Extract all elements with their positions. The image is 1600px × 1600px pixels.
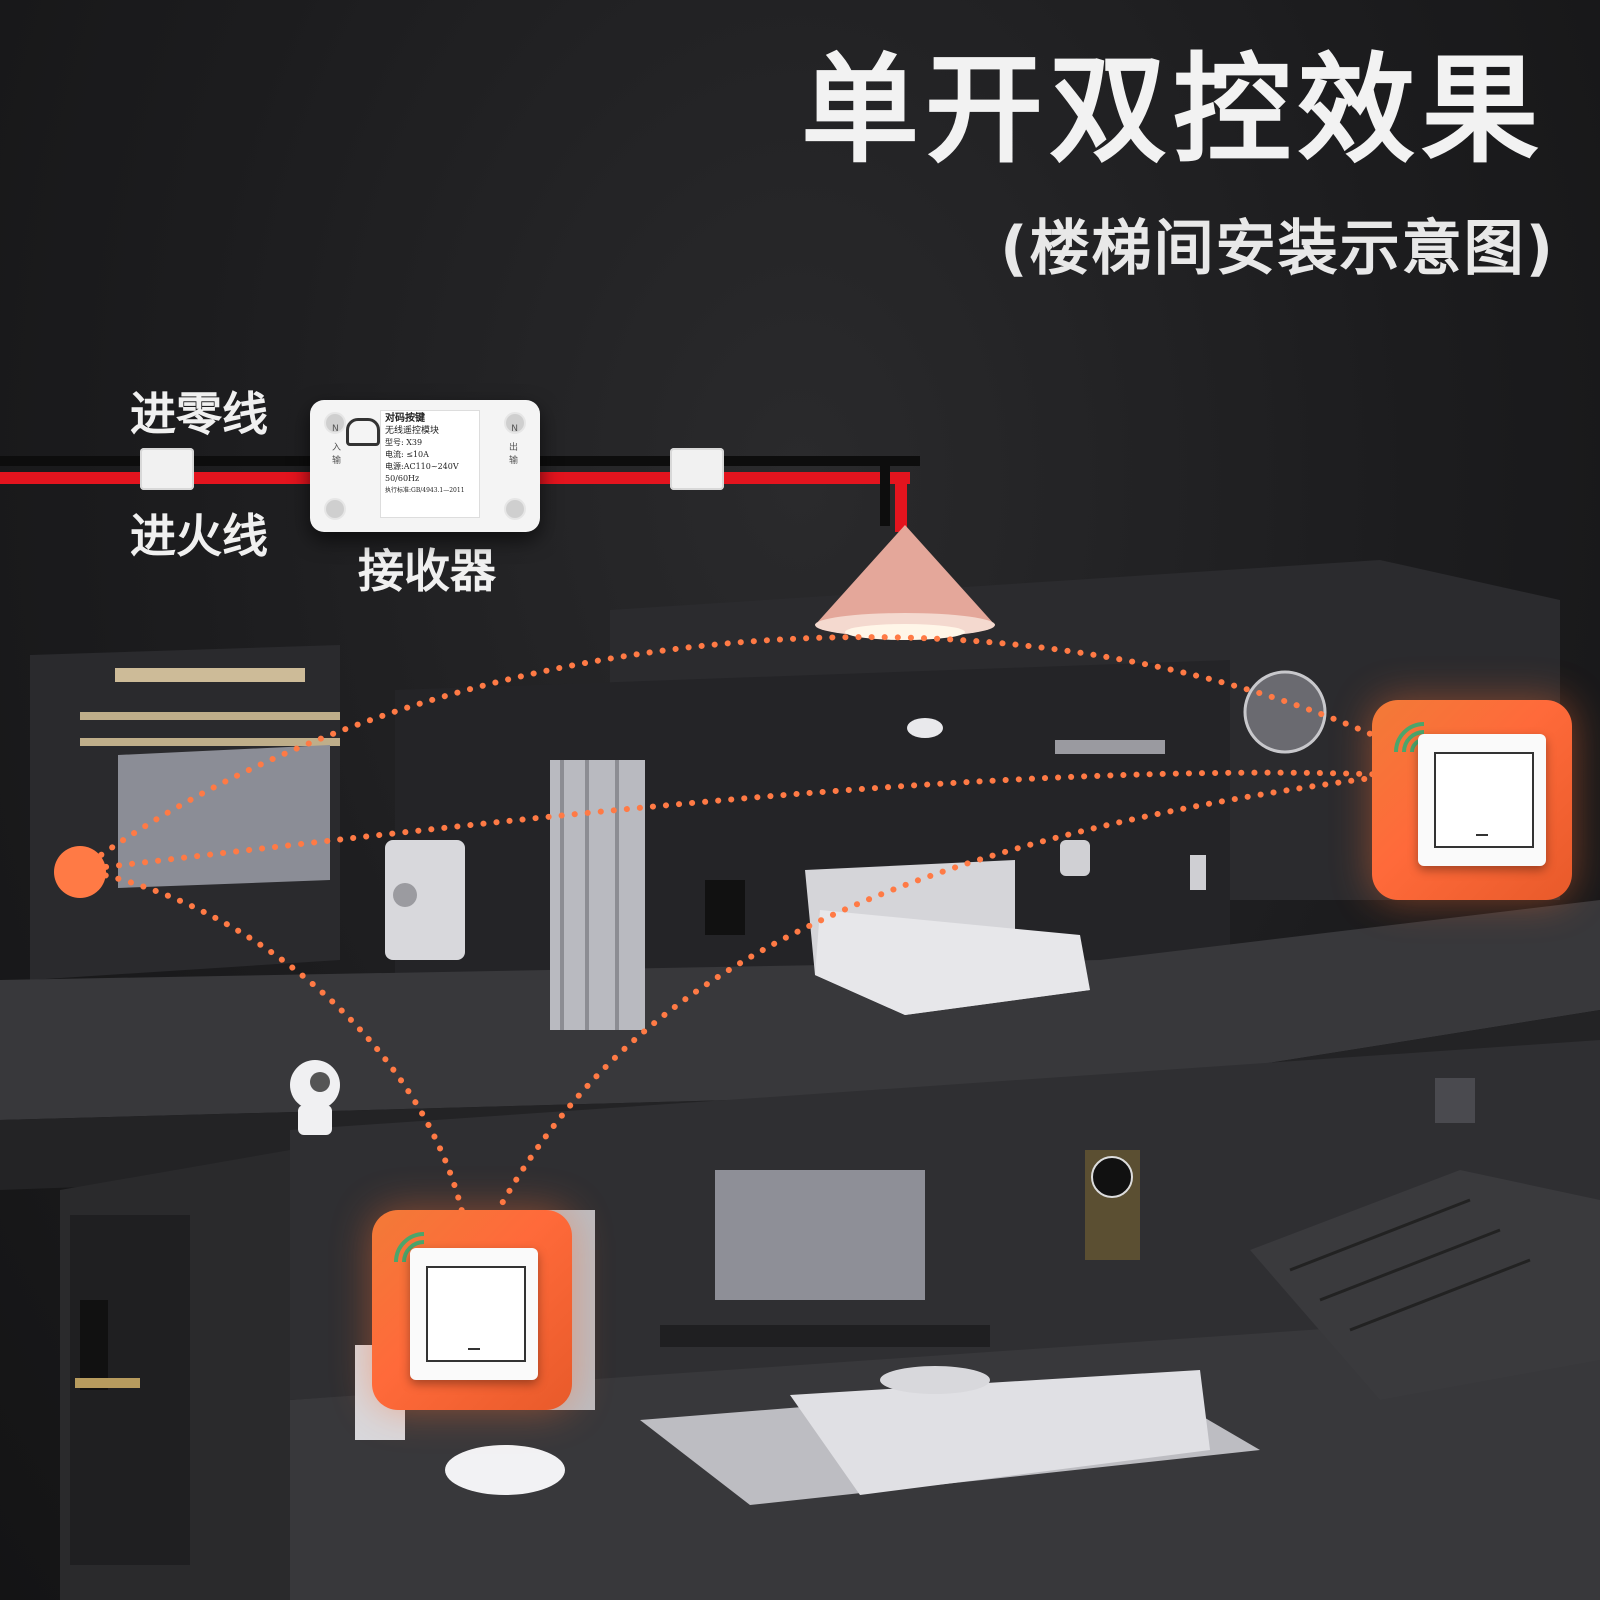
pair-button-label: 对码按键 <box>385 413 425 424</box>
wire-live-down <box>895 472 907 532</box>
current-line: 电流: ≤10A <box>385 450 429 459</box>
ceiling-light <box>907 718 943 738</box>
washing-machine <box>385 840 465 960</box>
page-title: 单开双控效果 <box>800 41 1545 179</box>
tv <box>715 1170 925 1300</box>
wireless-switch-upper[interactable] <box>1372 700 1572 900</box>
bathroom-fixture <box>1190 855 1206 890</box>
neutral-in-label: 进零线 <box>130 387 268 441</box>
tv-cabinet <box>660 1325 990 1347</box>
output-side-label: 出 输 <box>508 443 518 466</box>
receiver-label: 接收器 <box>358 544 496 598</box>
switch-rocker[interactable] <box>1434 752 1534 848</box>
mount-hole <box>504 498 526 520</box>
pair-button[interactable] <box>346 418 380 446</box>
drying-rack-top <box>115 668 305 682</box>
robot-vacuum <box>445 1445 565 1495</box>
wireless-switch-lower[interactable] <box>372 1210 572 1410</box>
curtain <box>550 760 645 1030</box>
ac-unit <box>1055 740 1165 754</box>
lower-wall <box>290 1040 1600 1400</box>
mount-hole <box>504 412 526 434</box>
receiver-spec-label: 对码按键 无线遥控模块 型号: X39 电流: ≤10A 电源:AC110~24… <box>380 410 480 518</box>
module-name: 无线遥控模块 <box>385 426 440 436</box>
towel <box>118 745 330 888</box>
switch-rocker[interactable] <box>426 1266 526 1362</box>
input-side-label: 入 输 <box>332 443 342 466</box>
smart-lock <box>80 1300 108 1390</box>
door-handle <box>75 1378 140 1388</box>
drying-rack-bar <box>80 712 340 720</box>
coffee-table <box>880 1366 990 1394</box>
upper-floor <box>0 900 1600 1120</box>
drying-rack-bar-2 <box>80 738 340 746</box>
wire-neutral-down <box>880 456 890 526</box>
terminal-n-label: N <box>332 424 339 434</box>
switch-plate <box>410 1248 538 1380</box>
wall-panel <box>705 880 745 935</box>
receiver-module: 入 输 出 输 N N 对码按键 无线遥控模块 型号: X39 电流: ≤10A… <box>310 400 540 532</box>
switch-plate <box>1418 734 1546 866</box>
voltage-line: 电源:AC110~240V <box>385 462 459 471</box>
sofa <box>790 1370 1210 1495</box>
mount-hole <box>324 498 346 520</box>
signal-source-dot <box>54 846 106 898</box>
standard-line: 执行标准:GB/4943.1—2011 <box>385 487 465 494</box>
model-line: 型号: X39 <box>385 438 423 447</box>
switch-indicator <box>468 1348 480 1350</box>
switch-indicator <box>1476 834 1488 836</box>
wall-clock-icon <box>1091 1156 1133 1198</box>
terminal-n-label-right: N <box>511 424 518 434</box>
wall-sensor <box>1060 840 1090 876</box>
wall-switch-panel <box>1435 1078 1475 1123</box>
stairs <box>1250 1170 1600 1400</box>
pendant-lamp-icon <box>815 525 995 625</box>
live-in-label: 进火线 <box>130 509 268 563</box>
wire-clip-right <box>670 448 724 490</box>
page-subtitle: (楼梯间安装示意图) <box>1000 214 1555 284</box>
signal-paths <box>77 634 1398 1228</box>
mount-hole <box>324 412 346 434</box>
wire-clip-left <box>140 448 194 490</box>
frequency-line: 50/60Hz <box>385 474 420 483</box>
round-mirror <box>1243 670 1327 754</box>
